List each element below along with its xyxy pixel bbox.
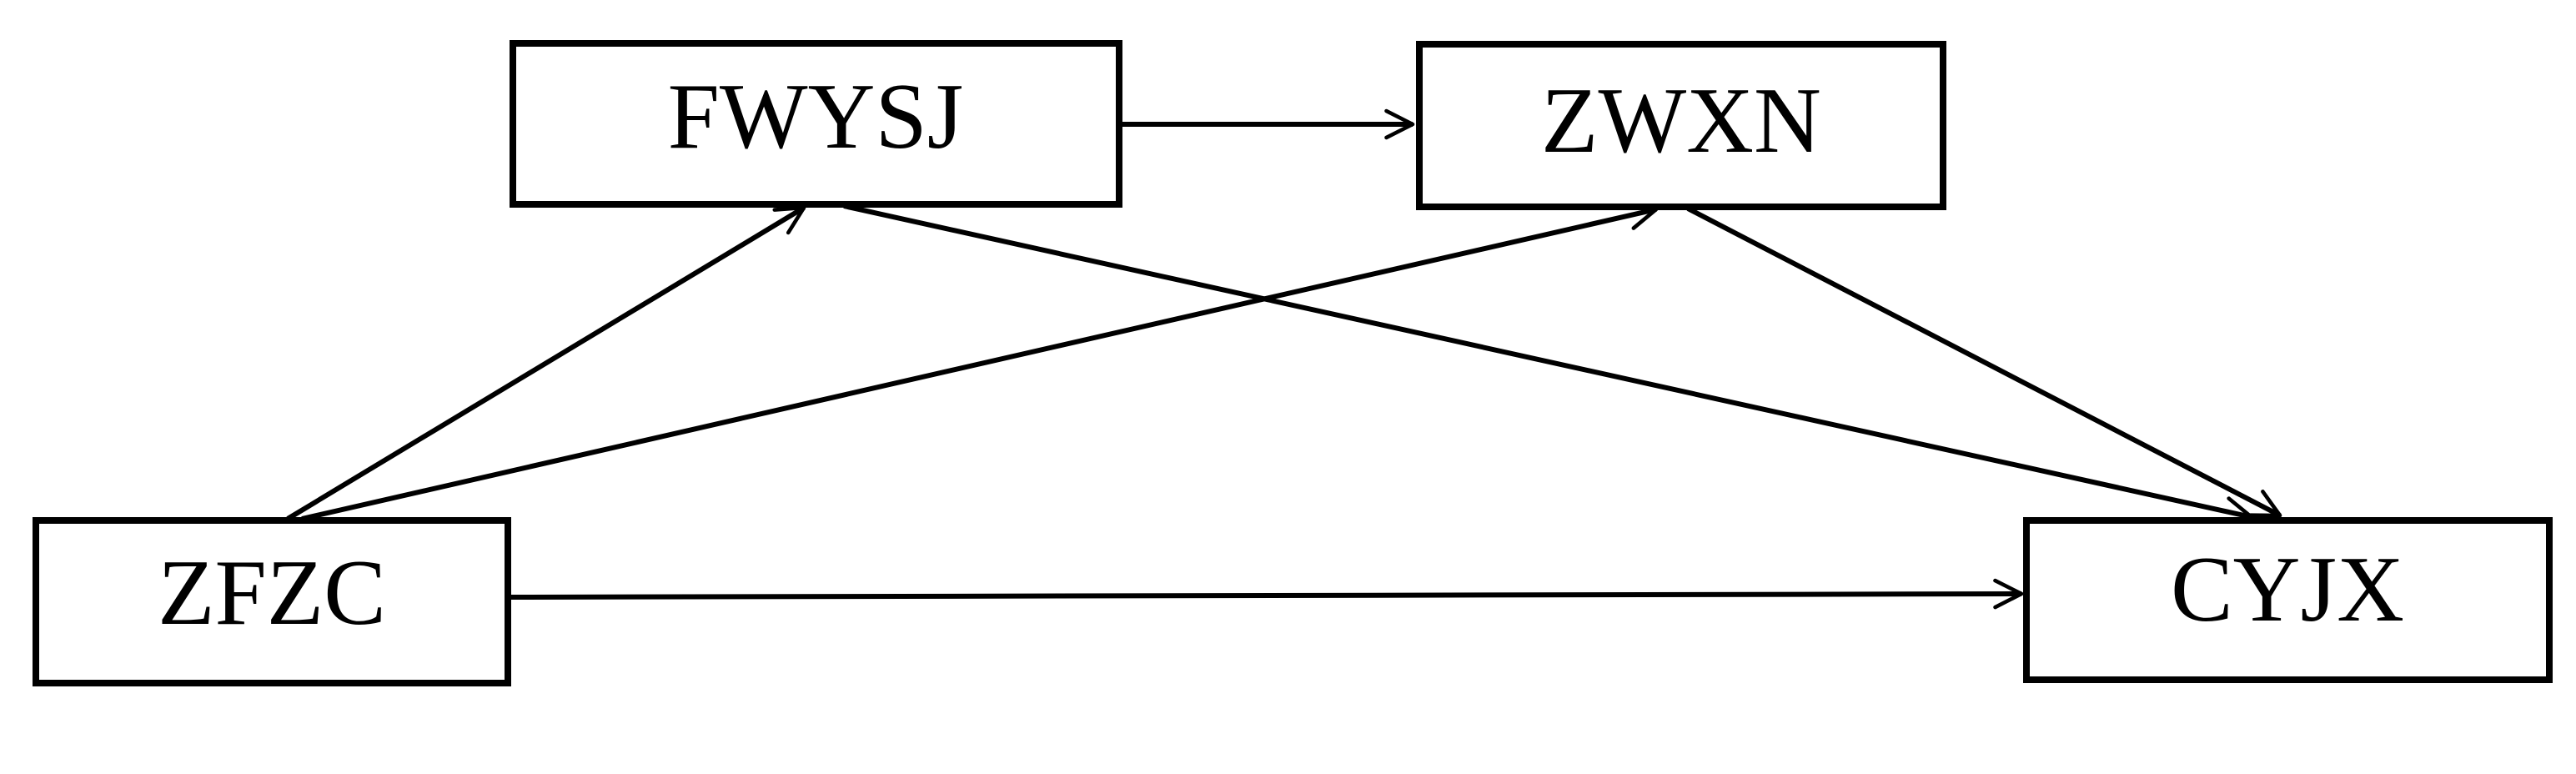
node-fwysj: FWYSJ (510, 40, 1122, 208)
node-fwysj-label: FWYSJ (668, 65, 964, 168)
node-zwxn-box (1416, 41, 1946, 210)
node-fwysj-box (510, 40, 1122, 208)
edge-zfzc-to-zwxn (301, 200, 1659, 521)
edge-zwxn-to-cyjx (1686, 206, 2282, 518)
node-cyjx: CYJX (2023, 517, 2553, 683)
edge-fwysj-to-cyjx (843, 204, 2254, 527)
node-zfzc-label: ZFZC (158, 541, 386, 645)
node-zwxn-label: ZWXN (1541, 69, 1821, 173)
node-zwxn: ZWXN (1416, 41, 1946, 210)
edge-zfzc-to-cyjx (507, 578, 2024, 610)
node-zfzc: ZFZC (33, 517, 511, 686)
node-cyjx-label: CYJX (2171, 538, 2404, 641)
node-zfzc-box (33, 517, 511, 686)
edge-zfzc-to-fwysj (286, 205, 806, 521)
node-cyjx-box (2023, 517, 2553, 683)
